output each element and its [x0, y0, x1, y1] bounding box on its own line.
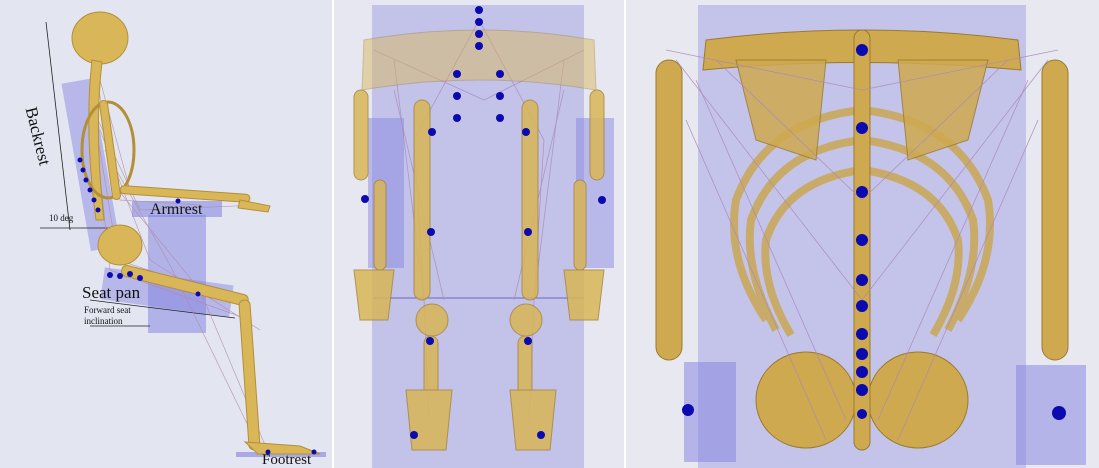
seat-pan-label: Seat pan: [82, 283, 140, 303]
right-arm-support-box: [1016, 365, 1086, 465]
back-view-figure: [626, 0, 1099, 468]
side-view-figure: [0, 0, 332, 468]
back-view-panel: [626, 0, 1099, 468]
front-view-figure: [334, 0, 624, 468]
forward-seat-label: Forward seat: [84, 305, 131, 315]
front-view-panel: [334, 0, 624, 468]
backrest-reference-line: [46, 22, 70, 230]
armrest-label: Armrest: [150, 201, 202, 219]
inclination-label: inclination: [84, 316, 123, 326]
footrest-label: Footrest: [262, 452, 311, 468]
side-view-panel: Backrest Armrest Seat pan Forward seat i…: [0, 0, 332, 468]
ten-degree-label: 10 deg: [49, 213, 73, 223]
